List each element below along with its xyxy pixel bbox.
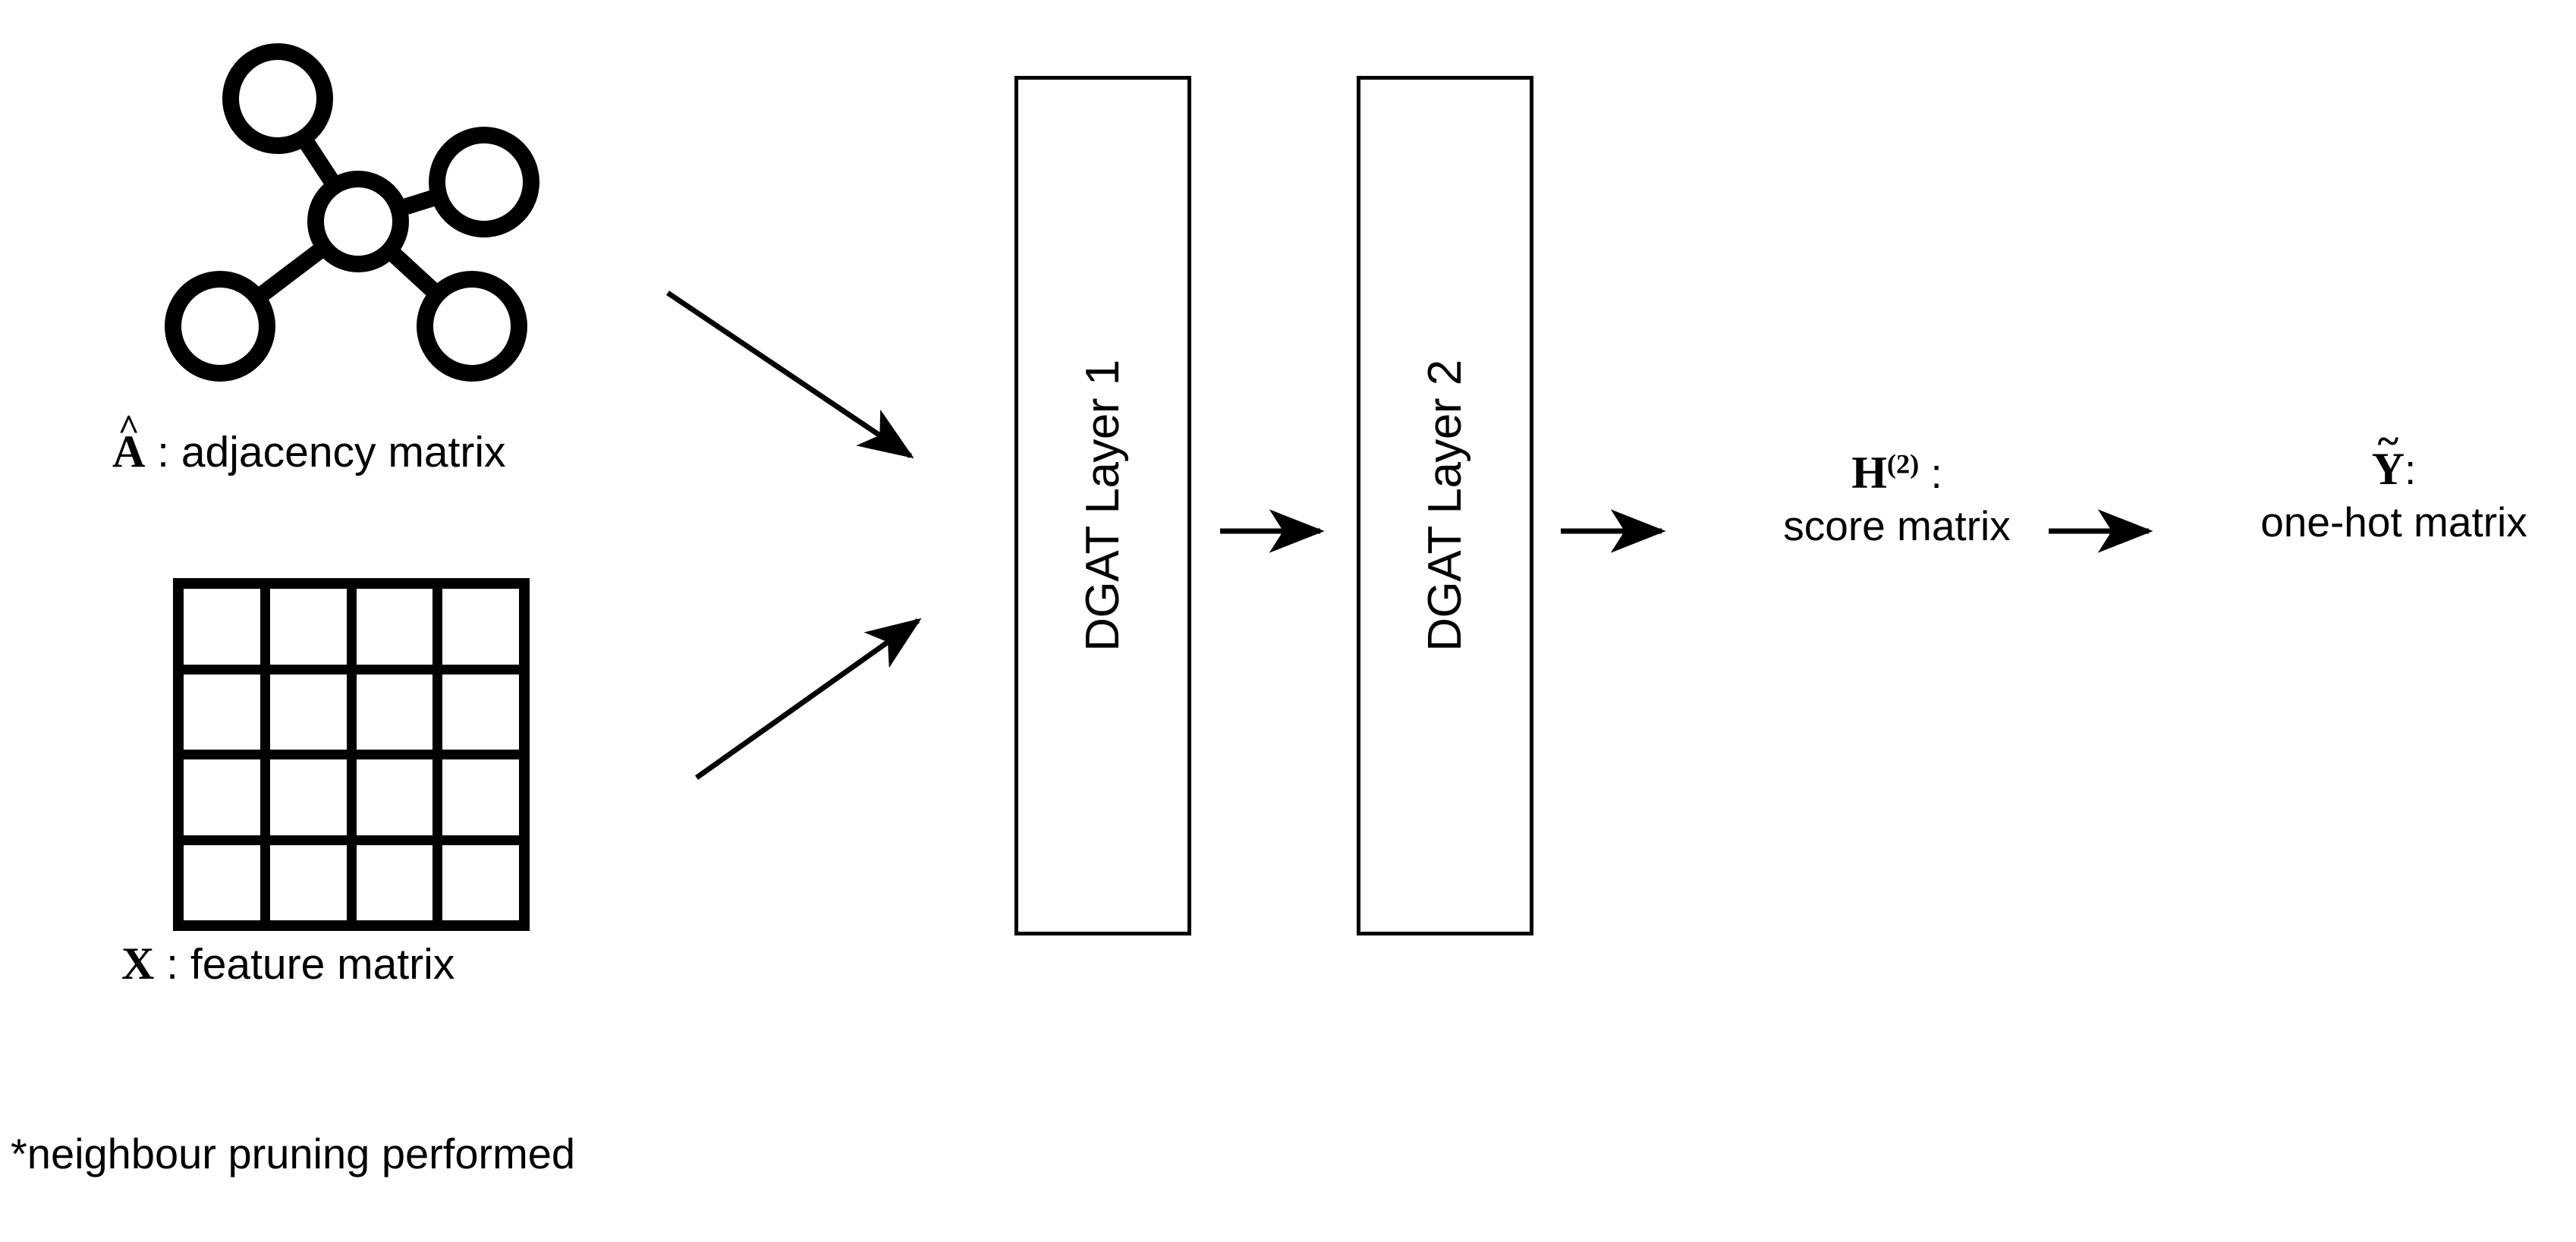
feature-symbol: X [121,939,155,989]
matrix-cell [184,589,260,665]
dgat-layer-2-box[interactable]: DGAT Layer 2 [1357,76,1533,935]
score-matrix-symbol: H(2) : [1738,448,2056,503]
matrix-cell [269,589,347,665]
dgat-layer-1-label: DGAT Layer 1 [1077,360,1129,652]
score-colon: : [1919,450,1942,497]
footnote-text: *neighbour pruning performed [11,1130,576,1178]
one-hot-symbol: ~Y: [2216,420,2572,499]
matrix-cell [442,759,519,835]
matrix-cell [184,674,260,750]
hat-accent: ^ [118,407,140,449]
score-matrix-text: score matrix [1783,502,2011,550]
one-hot-matrix-text: one-hot matrix [2260,498,2527,546]
graph-node-bottom-right [417,271,527,382]
arrow-adjacency-to-layer1 [666,291,914,459]
score-symbol-H: H [1851,448,1887,498]
matrix-cell [356,759,433,835]
score-superscript: (2) [1886,448,1920,480]
onehot-colon: : [2405,446,2417,493]
matrix-cell [269,674,347,750]
graph-node-right [429,127,539,237]
adjacency-separator: : [145,428,181,476]
matrix-cell [269,759,347,835]
graph-node-bottom-left [165,271,275,382]
graph-node-center [307,171,409,272]
feature-text: feature matrix [190,940,455,989]
feature-matrix-grid-icon [173,578,530,931]
feature-matrix-label: X : feature matrix [121,941,454,986]
matrix-cell [356,674,433,750]
score-matrix-label: H(2) :score matrix [1738,448,2056,550]
graph-network-icon [159,15,539,382]
matrix-cell [356,589,433,665]
matrix-cell [442,589,519,665]
dgat-layer-2-label: DGAT Layer 2 [1419,360,1471,652]
adjacency-text: adjacency matrix [181,428,506,476]
matrix-cell [184,759,260,835]
adjacency-matrix-label: ^A : adjacency matrix [112,407,506,476]
dgat-layer-1-box[interactable]: DGAT Layer 1 [1014,76,1191,935]
matrix-cell [356,844,433,920]
adjacency-symbol: ^A [112,407,146,476]
tilde-accent: ~ [2377,420,2399,464]
matrix-cell [442,844,519,920]
one-hot-matrix-label: ~Y:one-hot matrix [2216,420,2572,546]
arrow-feature-to-layer1 [694,618,922,780]
onehot-symbol-Y: ~Y [2371,420,2405,494]
graph-node-top-left [222,43,333,154]
feature-separator: : [154,940,190,989]
matrix-cell [184,844,260,920]
matrix-cell [442,674,519,750]
matrix-cell [269,844,347,920]
